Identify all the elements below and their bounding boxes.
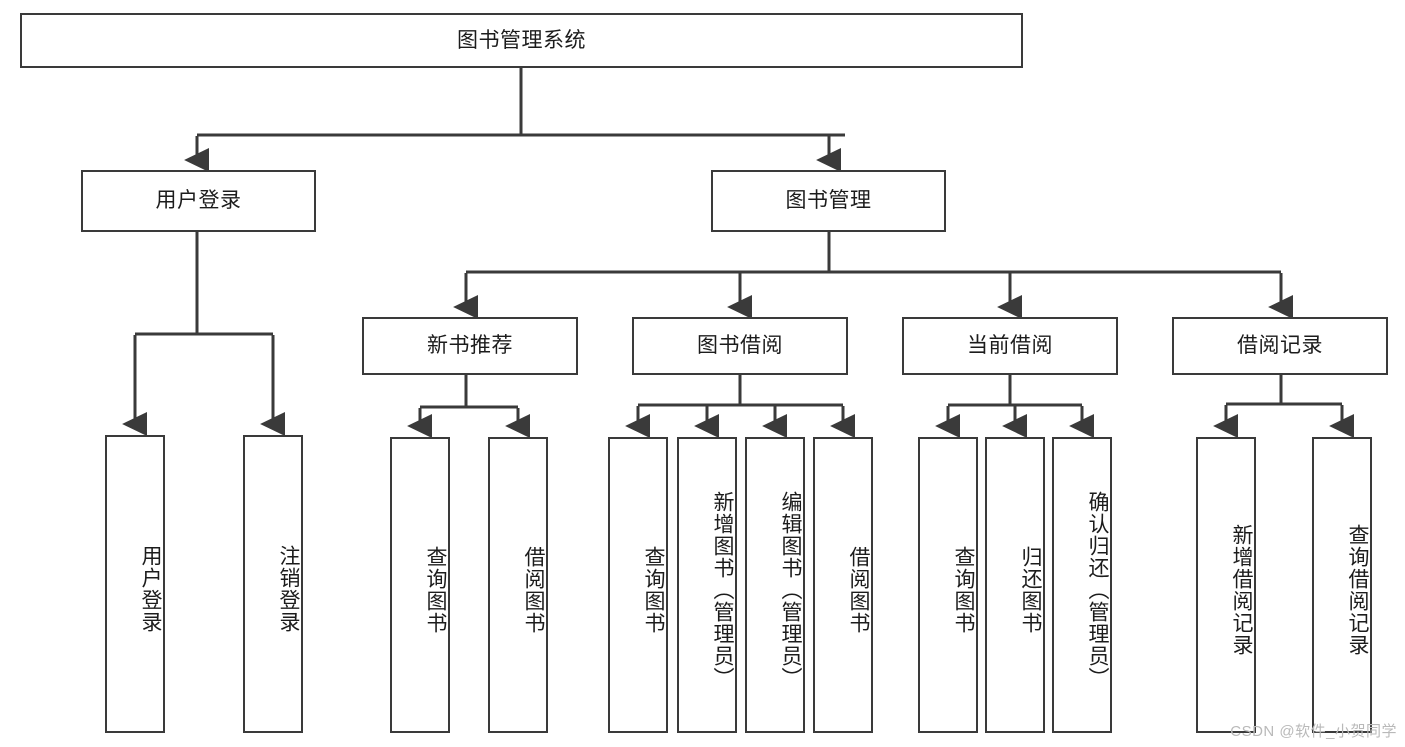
node-leaf-query-book-1[interactable]: 查询图书 bbox=[390, 437, 450, 733]
node-root-label: 图书管理系统 bbox=[457, 28, 586, 52]
node-leaf-borrow-book-1[interactable]: 借阅图书 bbox=[488, 437, 548, 733]
node-leaf-add-record-label: 新增借阅记录 bbox=[1230, 524, 1253, 656]
node-leaf-query-record[interactable]: 查询借阅记录 bbox=[1312, 437, 1372, 733]
node-current-borrow-label: 当前借阅 bbox=[967, 334, 1053, 358]
node-leaf-user-login[interactable]: 用户登录 bbox=[105, 435, 165, 733]
node-leaf-query-book-3[interactable]: 查询图书 bbox=[918, 437, 978, 733]
node-leaf-query-book-1-label: 查询图书 bbox=[424, 546, 447, 634]
node-borrow-record[interactable]: 借阅记录 bbox=[1172, 317, 1388, 375]
node-borrow-record-label: 借阅记录 bbox=[1237, 334, 1323, 358]
node-leaf-borrow-book-1-label: 借阅图书 bbox=[522, 546, 545, 634]
node-new-book-recommend-label: 新书推荐 bbox=[427, 334, 513, 358]
node-user-login[interactable]: 用户登录 bbox=[81, 170, 316, 232]
node-book-manage[interactable]: 图书管理 bbox=[711, 170, 946, 232]
node-new-book-recommend[interactable]: 新书推荐 bbox=[362, 317, 578, 375]
csdn-watermark: CSDN @软件_小贺同学 bbox=[1230, 723, 1397, 740]
node-leaf-return-book[interactable]: 归还图书 bbox=[985, 437, 1045, 733]
node-leaf-add-book-label: 新增图书（管理员） bbox=[711, 491, 734, 689]
node-leaf-query-book-2-label: 查询图书 bbox=[642, 546, 665, 634]
node-leaf-user-login-label: 用户登录 bbox=[139, 545, 162, 633]
node-leaf-borrow-book-2[interactable]: 借阅图书 bbox=[813, 437, 873, 733]
node-leaf-edit-book-label: 编辑图书（管理员） bbox=[779, 491, 802, 689]
node-leaf-user-logout-label: 注销登录 bbox=[277, 545, 300, 633]
node-leaf-confirm-return-label: 确认归还（管理员） bbox=[1086, 491, 1109, 689]
node-leaf-query-record-label: 查询借阅记录 bbox=[1346, 524, 1369, 656]
node-leaf-confirm-return[interactable]: 确认归还（管理员） bbox=[1052, 437, 1112, 733]
node-leaf-return-book-label: 归还图书 bbox=[1019, 546, 1042, 634]
node-leaf-add-record[interactable]: 新增借阅记录 bbox=[1196, 437, 1256, 733]
node-leaf-query-book-3-label: 查询图书 bbox=[952, 546, 975, 634]
node-leaf-add-book[interactable]: 新增图书（管理员） bbox=[677, 437, 737, 733]
node-book-manage-label: 图书管理 bbox=[785, 189, 872, 213]
node-book-borrow[interactable]: 图书借阅 bbox=[632, 317, 848, 375]
node-root[interactable]: 图书管理系统 bbox=[20, 13, 1023, 68]
node-leaf-edit-book[interactable]: 编辑图书（管理员） bbox=[745, 437, 805, 733]
node-leaf-user-logout[interactable]: 注销登录 bbox=[243, 435, 303, 733]
node-user-login-label: 用户登录 bbox=[155, 189, 242, 213]
node-leaf-borrow-book-2-label: 借阅图书 bbox=[847, 546, 870, 634]
node-leaf-query-book-2[interactable]: 查询图书 bbox=[608, 437, 668, 733]
node-current-borrow[interactable]: 当前借阅 bbox=[902, 317, 1118, 375]
node-book-borrow-label: 图书借阅 bbox=[697, 334, 783, 358]
